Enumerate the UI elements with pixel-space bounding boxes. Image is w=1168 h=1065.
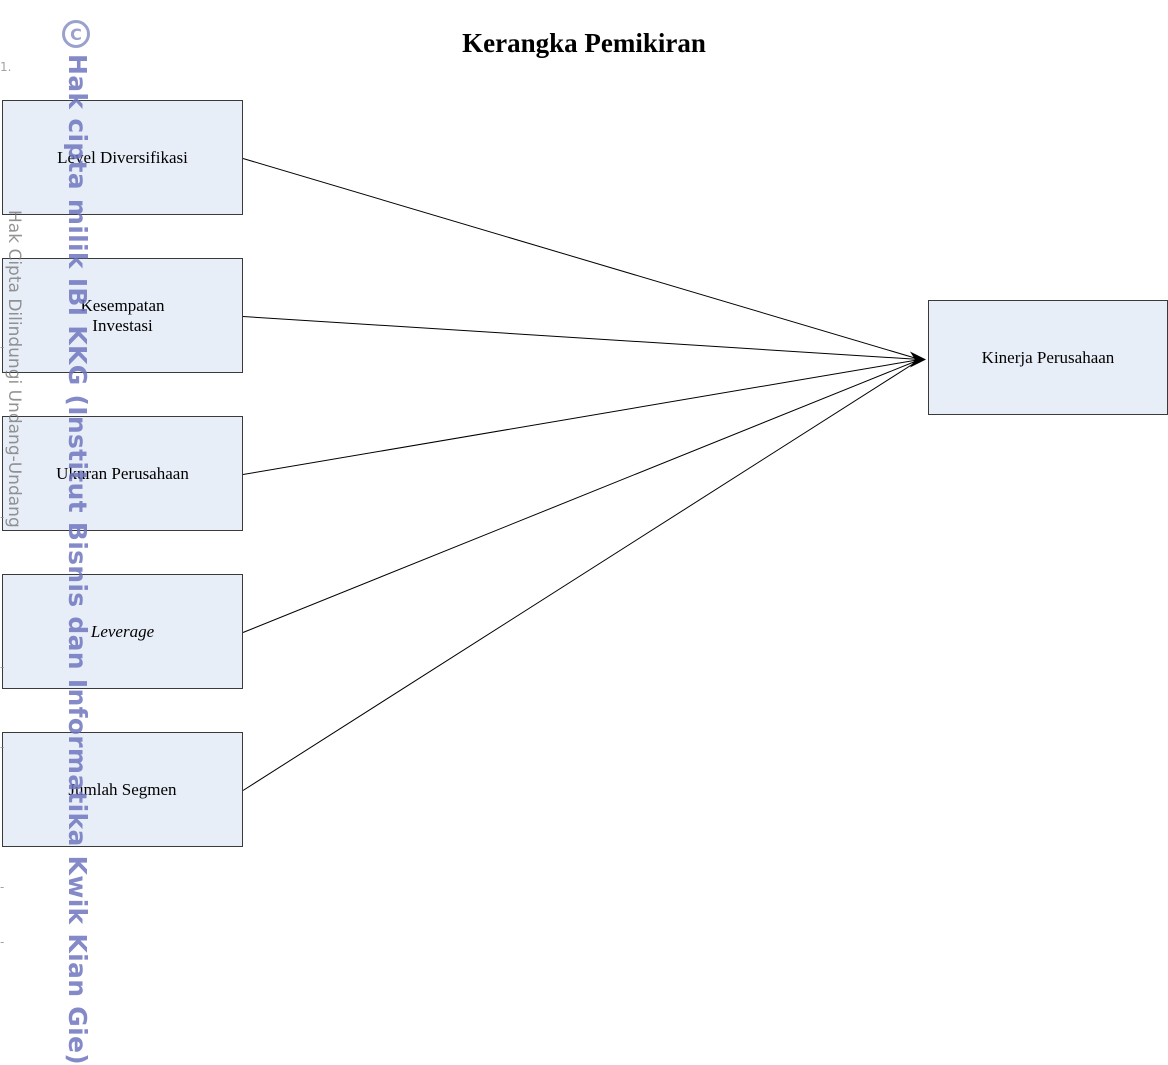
edge-mark: -	[0, 935, 5, 949]
edge-mark: -	[0, 340, 5, 354]
edge-mark: -	[0, 740, 5, 754]
copyright-icon: C	[62, 20, 90, 48]
edge-mark: -	[0, 880, 5, 894]
box-leverage: Leverage	[2, 574, 243, 689]
box-kesempatan-investasi: Kesempatan Investasi	[2, 258, 243, 373]
watermark-protection-text: Hak Cipta Dilindungi Undang-Undang	[4, 210, 24, 528]
connector-line	[242, 316, 921, 360]
box-jumlah-segmen: Jumlah Segmen	[2, 732, 243, 847]
connector-line	[242, 359, 921, 633]
connector-line	[242, 359, 921, 475]
connector-line	[242, 359, 921, 791]
watermark-copyright-text: Hak cipta milik IBI KKG (Institut Bisnis…	[63, 54, 92, 1065]
box-ukuran-perusahaan: Ukuran Perusahaan	[2, 416, 243, 531]
connector-line	[242, 158, 921, 360]
edge-mark: -	[0, 510, 5, 524]
diagram-title: Kerangka Pemikiran	[462, 28, 706, 58]
edge-mark: -	[0, 660, 5, 674]
edge-mark: 1.	[0, 60, 12, 74]
connector-layer	[242, 158, 926, 791]
box-kinerja-perusahaan: Kinerja Perusahaan	[928, 300, 1168, 415]
arrowhead-icon	[910, 351, 926, 368]
box-level-diversifikasi: Level Diversifikasi	[2, 100, 243, 215]
